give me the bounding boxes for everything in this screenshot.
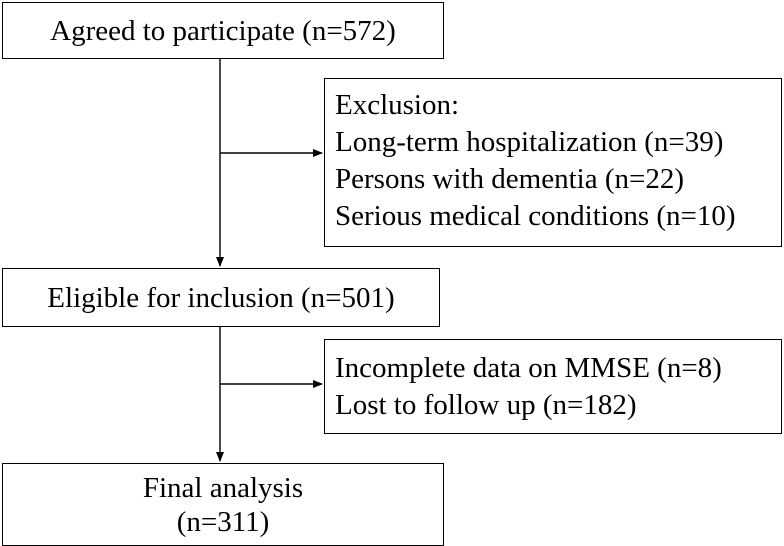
- followup-exclusion-item: Incomplete data on MMSE (n=8): [335, 352, 722, 384]
- eligible-label: Eligible for inclusion (n=501): [47, 281, 395, 314]
- exclusion-heading: Exclusion:: [335, 89, 460, 121]
- exclusion-item: Long-term hospitalization (n=39): [335, 126, 724, 158]
- followup-exclusion-box: Incomplete data on MMSE (n=8) Lost to fo…: [324, 339, 782, 434]
- final-analysis-title: Final analysis: [142, 471, 304, 504]
- agreed-box: Agreed to participate (n=572): [2, 2, 444, 59]
- agreed-label: Agreed to participate (n=572): [50, 14, 396, 47]
- exclusion-box: Exclusion: Long-term hospitalization (n=…: [324, 78, 782, 247]
- exclusion-item: Serious medical conditions (n=10): [335, 200, 736, 232]
- final-analysis-box: Final analysis (n=311): [2, 463, 444, 546]
- exclusion-item: Persons with dementia (n=22): [335, 163, 684, 195]
- eligible-box: Eligible for inclusion (n=501): [2, 268, 440, 327]
- final-analysis-count: (n=311): [176, 505, 270, 538]
- followup-exclusion-item: Lost to follow up (n=182): [335, 389, 637, 421]
